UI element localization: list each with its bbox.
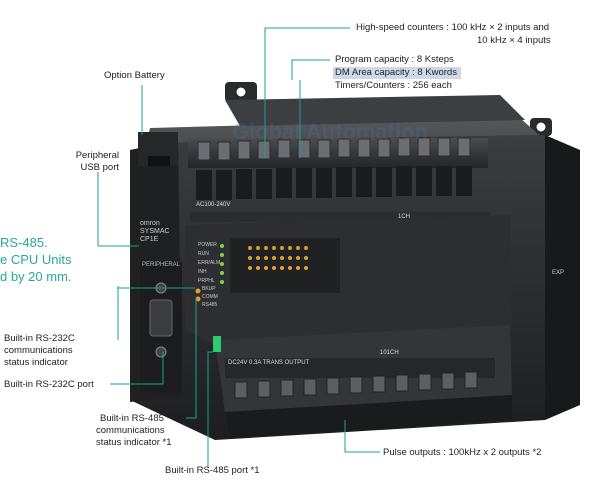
output-spec-label: DC24V 0.3A TRANS OUTPUT (228, 360, 310, 366)
led-label: BKUP (202, 286, 216, 292)
model-line-1: SYSMAC (140, 228, 170, 235)
rs485-indicator-label-2: communications (96, 425, 165, 436)
led-label: RS485 (202, 302, 218, 308)
callout-lines (97, 27, 380, 468)
peripheral-label: PERIPHERAL (142, 262, 181, 268)
io-leds (248, 246, 308, 270)
led-label: ERR/ALM (198, 260, 221, 266)
rs232c-indicator-label-3: status indicator (4, 357, 68, 368)
program-capacity-label: Program capacity : 8 Ksteps (335, 54, 454, 65)
rs485-indicator-label-1: Built-in RS-485 (100, 413, 164, 424)
rs232c-indicator-label-2: communications (4, 345, 73, 356)
rs232c-led (195, 288, 201, 294)
pulse-outputs-label: Pulse outputs : 100kHz x 2 outputs *2 (383, 447, 542, 458)
power-label: AC100-240V (196, 202, 231, 208)
exp-label: EXP (552, 270, 565, 276)
rs232c-port-label: Built-in RS-232C port (4, 379, 94, 390)
dm-area-capacity-label: DM Area capacity : 8 Kwords (333, 67, 461, 79)
side-text-1: RS-485. (0, 235, 48, 250)
rs485-port (213, 336, 221, 352)
side-text-3: d by 20 mm. (0, 269, 72, 284)
high-speed-counters-label-2: 10 kHz × 4 inputs (477, 35, 551, 46)
status-leds (220, 244, 224, 284)
input-terminal-block (188, 137, 490, 222)
rs232c-indicator-label-1: Built-in RS-232C (4, 333, 75, 344)
led-label: RUN (198, 251, 209, 257)
rs485-indicator-label-3: status indicator *1 (96, 437, 172, 448)
led-panel (230, 238, 340, 293)
watermark-text: Global Automation (232, 119, 428, 144)
model-line-2: CP1E (140, 236, 159, 243)
brand-label: omron (140, 220, 160, 227)
led-label: INH (198, 269, 207, 275)
peripheral-usb-label-1: Peripheral (75, 150, 119, 161)
high-speed-counters-label: High-speed counters : 100 kHz × 2 inputs… (356, 22, 550, 33)
side-text-2: e CPU Units (0, 252, 72, 267)
peripheral-usb-label-2: USB port (80, 162, 119, 173)
output-channel-label: 101CH (380, 350, 399, 356)
option-battery-label: Option Battery (104, 70, 165, 81)
led-label: PRPHL (198, 278, 215, 284)
rs485-port-label: Built-in RS-485 port *1 (165, 465, 260, 476)
led-label: POWER (198, 242, 217, 248)
rs232c-port (149, 299, 173, 337)
led-label: COMM (202, 294, 218, 300)
output-terminal-block (215, 325, 512, 438)
rs485-led (195, 296, 201, 302)
timers-counters-label: Timers/Counters : 256 each (335, 80, 452, 91)
input-channel-label: 1CH (398, 214, 411, 220)
